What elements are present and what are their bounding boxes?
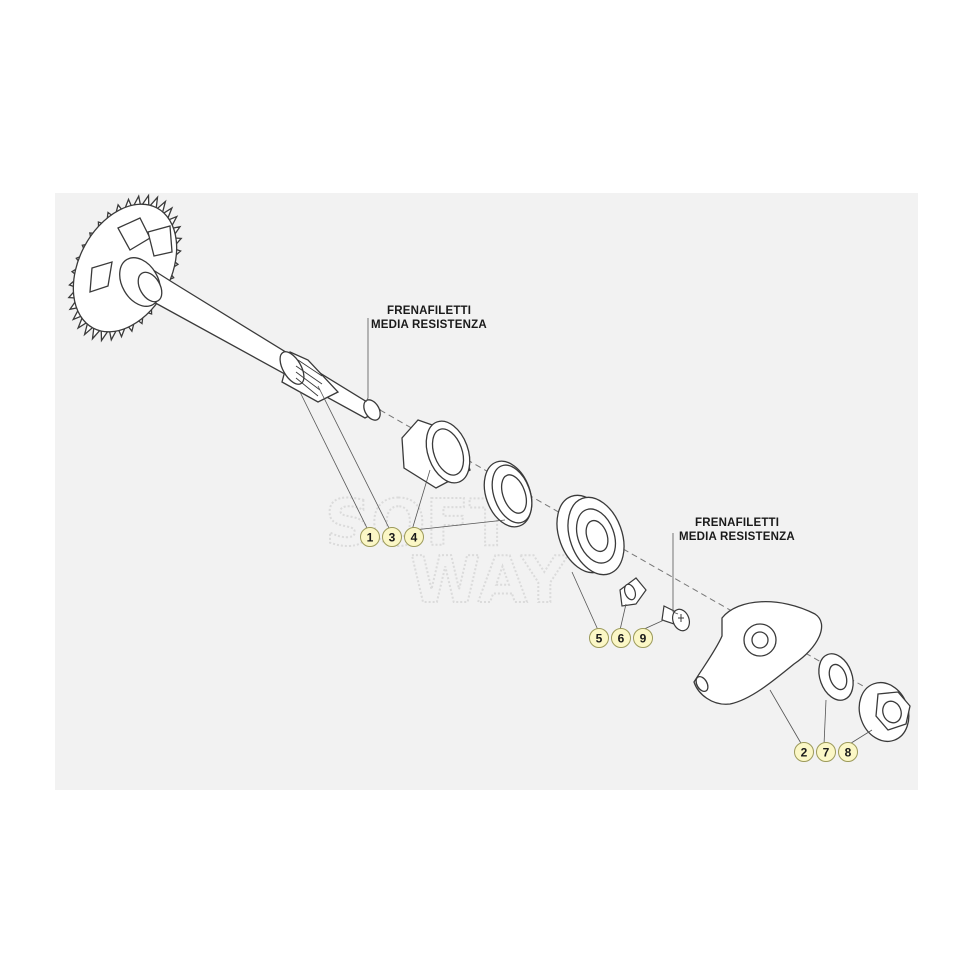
svg-text:1: 1 xyxy=(367,531,374,545)
svg-text:6: 6 xyxy=(618,632,625,646)
svg-text:7: 7 xyxy=(823,746,830,760)
ref-group-b: 5 6 9 xyxy=(589,628,653,648)
shaft-note-line-1: FRENAFILETTI xyxy=(387,305,471,317)
screw-part xyxy=(661,605,691,632)
watermark-line-2: WAY xyxy=(410,544,568,618)
ref-bubble[interactable]: 1 xyxy=(360,527,380,547)
flange-nut-part xyxy=(858,681,911,743)
gear-shaft-part xyxy=(67,193,382,421)
bushing-part xyxy=(401,419,471,489)
flat-washer-part xyxy=(818,653,854,701)
svg-text:8: 8 xyxy=(845,746,852,760)
screw-threadlock-note: FRENAFILETTI MEDIA RESISTENZA xyxy=(679,517,795,543)
ball-bearing-part xyxy=(556,494,625,576)
screw-note-line-2: MEDIA RESISTENZA xyxy=(679,531,795,543)
leader-lines xyxy=(299,318,873,746)
shaft xyxy=(119,257,382,421)
ref-bubble[interactable]: 3 xyxy=(382,527,402,547)
tab-washer-part xyxy=(619,577,647,607)
cam-lever-part xyxy=(693,601,823,705)
ref-bubble[interactable]: 6 xyxy=(611,628,631,648)
svg-text:4: 4 xyxy=(411,531,418,545)
ref-bubble[interactable]: 4 xyxy=(404,527,424,547)
watermark: SOFT WAY xyxy=(324,486,569,619)
ref-bubble[interactable]: 8 xyxy=(838,742,858,762)
ref-bubble[interactable]: 7 xyxy=(816,742,836,762)
shaft-note-line-2: MEDIA RESISTENZA xyxy=(371,319,487,331)
screw-note-line-1: FRENAFILETTI xyxy=(695,517,779,529)
ref-group-c: 2 7 8 xyxy=(794,742,858,762)
svg-text:3: 3 xyxy=(389,531,396,545)
ref-group-a: 1 3 4 xyxy=(360,527,424,547)
ref-bubble[interactable]: 9 xyxy=(633,628,653,648)
svg-text:2: 2 xyxy=(801,746,808,760)
ref-bubble[interactable]: 2 xyxy=(794,742,814,762)
shaft-threadlock-note: FRENAFILETTI MEDIA RESISTENZA xyxy=(371,305,487,331)
ref-bubble[interactable]: 5 xyxy=(589,628,609,648)
svg-text:5: 5 xyxy=(596,632,603,646)
watermark-line-1: SOFT xyxy=(325,487,513,561)
shaft-splines xyxy=(295,359,323,397)
seal-ring-part xyxy=(483,460,533,528)
svg-text:9: 9 xyxy=(640,632,647,646)
